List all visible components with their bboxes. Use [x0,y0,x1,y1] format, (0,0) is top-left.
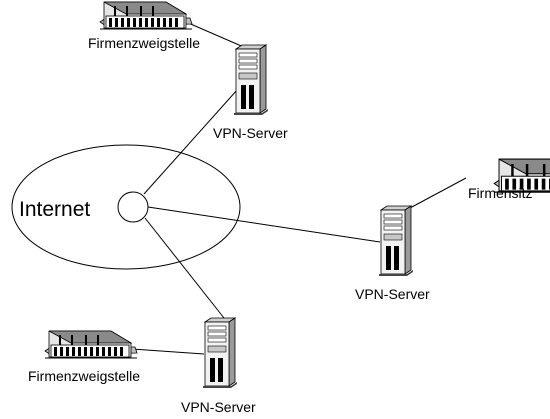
link-branch-bottom-to-vpn-bottom [131,348,205,355]
link-branch-top-to-vpn-top [185,21,247,49]
connection-lines [131,21,467,355]
link-hq-to-vpn-right [409,177,467,209]
vpn-right-server-icon [378,205,414,277]
vpn-right-label: VPN-Server [355,286,430,302]
vpn-top-server-icon [233,44,269,116]
internet-node [117,191,149,223]
vpn-bottom-server-icon [202,317,238,389]
link-internet-to-vpn-top [143,79,247,195]
internet-label: Internet [19,198,90,221]
hq-label: Firmensitz [468,185,533,201]
branch-top-label: Firmenzweigstelle [88,35,200,51]
link-internet-to-vpn-right [147,206,381,243]
vpn-top-label: VPN-Server [213,125,288,141]
link-internet-to-vpn-bottom [144,217,225,319]
branch-top-building-icon [99,1,193,30]
branch-bottom-label: Firmenzweigstelle [28,368,140,384]
vpn-bottom-label: VPN-Server [181,399,256,415]
internet-ellipse [11,144,241,270]
branch-bottom-building-icon [44,330,138,359]
